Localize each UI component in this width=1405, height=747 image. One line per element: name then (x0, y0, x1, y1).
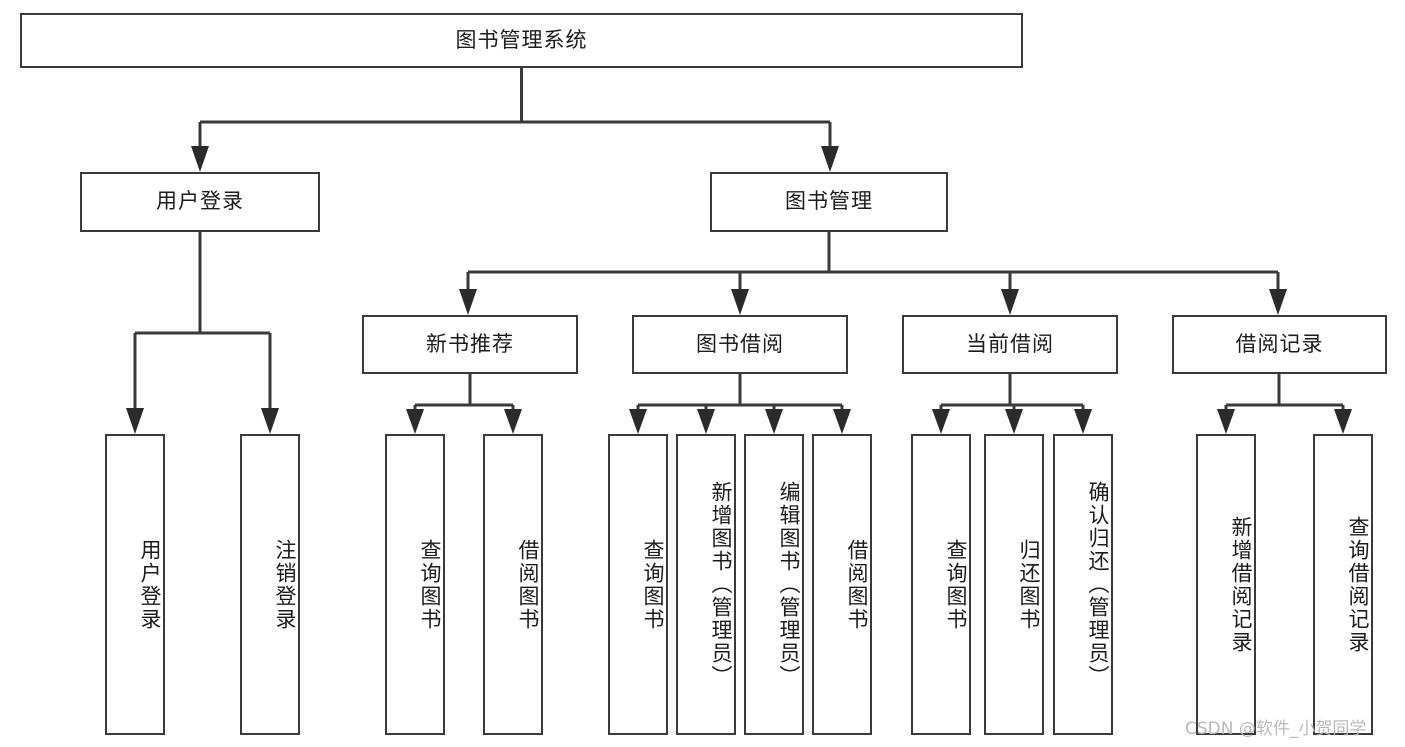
node-new-book-rec[interactable]: 新书推荐 (362, 315, 578, 374)
node-root-label: 图书管理系统 (455, 27, 588, 52)
leaf-query-book-rec[interactable]: 查询图书 (385, 434, 445, 735)
leaf-add-book-label: 新增图书（管理员） (709, 481, 733, 688)
arrow-book-manage (821, 146, 839, 172)
leaf-user-login-label: 用户登录 (138, 538, 162, 631)
leaf-query-book[interactable]: 查询图书 (608, 434, 668, 735)
node-user-login[interactable]: 用户登录 (80, 172, 320, 232)
arrow-leaf-query-book-cur (932, 409, 950, 434)
arrow-book-borrow (731, 289, 749, 315)
leaf-query-book-label: 查询图书 (641, 538, 665, 631)
arrow-leaf-add-record (1217, 409, 1235, 434)
leaf-add-record-label: 新增借阅记录 (1229, 515, 1253, 654)
leaf-user-login[interactable]: 用户登录 (105, 434, 165, 735)
arrow-leaf-edit-book (765, 409, 783, 434)
leaf-borrow-book-label: 借阅图书 (845, 538, 869, 631)
arrow-leaf-borrow-book-rec (504, 409, 522, 434)
arrowheads (126, 146, 1352, 434)
arrow-user-login (191, 146, 209, 172)
node-root[interactable]: 图书管理系统 (20, 13, 1023, 68)
leaf-borrow-book[interactable]: 借阅图书 (812, 434, 872, 735)
node-book-borrow[interactable]: 图书借阅 (632, 315, 848, 374)
node-book-manage[interactable]: 图书管理 (710, 172, 948, 232)
arrow-borrow-record (1269, 289, 1287, 315)
arrow-current-borrow (1001, 289, 1019, 315)
leaf-return-book[interactable]: 归还图书 (984, 434, 1044, 735)
leaf-borrow-book-rec[interactable]: 借阅图书 (483, 434, 543, 735)
arrow-new-book-rec (459, 289, 477, 315)
arrow-leaf-add-book (697, 409, 715, 434)
arrow-leaf-query-book-rec (406, 409, 424, 434)
leaf-borrow-book-rec-label: 借阅图书 (516, 538, 540, 631)
leaf-return-book-label: 归还图书 (1017, 538, 1041, 631)
node-current-borrow-label: 当前借阅 (966, 331, 1054, 356)
arrow-leaf-query-record (1334, 409, 1352, 434)
leaf-query-book-cur-label: 查询图书 (944, 538, 968, 631)
arrow-leaf-logout (261, 408, 279, 434)
node-book-borrow-label: 图书借阅 (696, 331, 784, 356)
leaf-query-book-rec-label: 查询图书 (418, 538, 442, 631)
leaf-add-book[interactable]: 新增图书（管理员） (676, 434, 736, 735)
node-borrow-record[interactable]: 借阅记录 (1172, 315, 1387, 374)
leaf-confirm-return-label: 确认归还（管理员） (1086, 481, 1110, 688)
leaf-add-record[interactable]: 新增借阅记录 (1196, 434, 1256, 735)
node-book-manage-label: 图书管理 (785, 189, 873, 214)
leaf-query-record-label: 查询借阅记录 (1346, 515, 1370, 654)
leaf-query-book-cur[interactable]: 查询图书 (911, 434, 971, 735)
watermark-text: CSDN @软件_小贺同学 (1185, 719, 1367, 739)
node-user-login-label: 用户登录 (156, 189, 244, 214)
arrow-leaf-user-login (126, 408, 144, 434)
leaf-edit-book-label: 编辑图书（管理员） (777, 481, 801, 688)
arrow-leaf-query-book (629, 409, 647, 434)
arrow-leaf-confirm-return (1074, 409, 1092, 434)
arrow-leaf-borrow-book (833, 409, 851, 434)
leaf-confirm-return[interactable]: 确认归还（管理员） (1053, 434, 1113, 735)
leaf-edit-book[interactable]: 编辑图书（管理员） (744, 434, 804, 735)
arrow-leaf-return-book (1005, 409, 1023, 434)
node-new-book-rec-label: 新书推荐 (426, 331, 514, 356)
leaf-logout-label: 注销登录 (273, 538, 297, 631)
leaf-logout[interactable]: 注销登录 (240, 434, 300, 735)
node-current-borrow[interactable]: 当前借阅 (902, 315, 1118, 374)
leaf-query-record[interactable]: 查询借阅记录 (1313, 434, 1373, 735)
node-borrow-record-label: 借阅记录 (1235, 331, 1324, 356)
